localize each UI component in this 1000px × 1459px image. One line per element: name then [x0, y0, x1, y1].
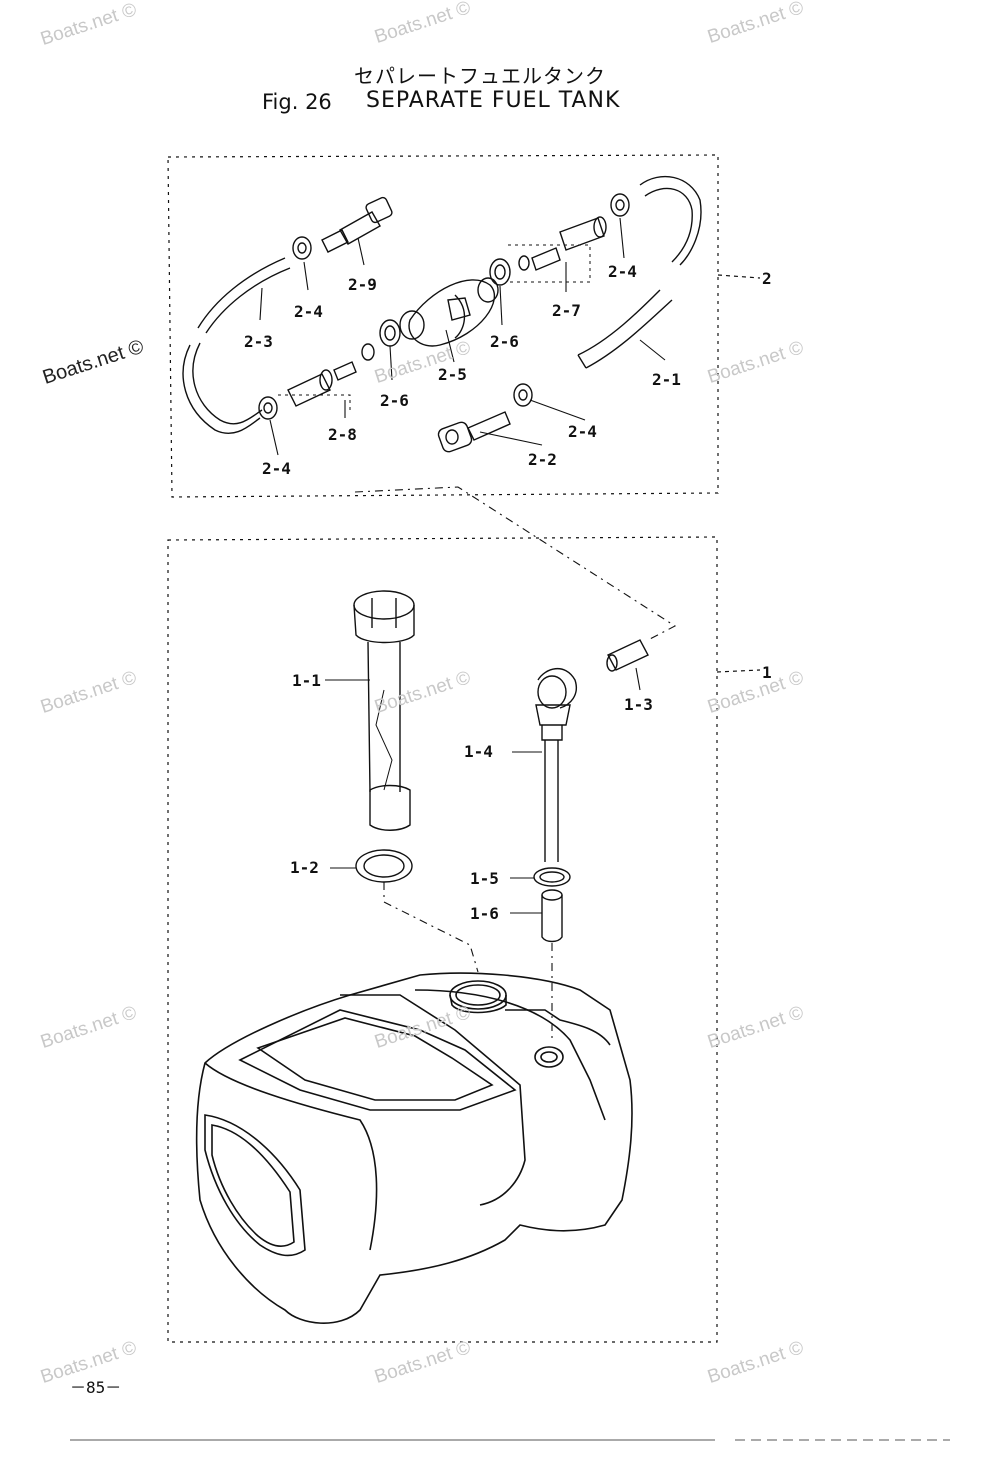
part-label-2-6: 2-6 — [380, 391, 409, 410]
part-label-2-2: 2-2 — [528, 450, 557, 469]
hose-2-1 — [577, 175, 702, 369]
pickup-tube-1-4 — [535, 668, 577, 862]
part-label-1-4: 1-4 — [464, 742, 493, 761]
group-label-2: 2 — [762, 269, 772, 288]
gasket-1-2 — [355, 849, 413, 883]
filter-1-6 — [541, 889, 563, 943]
part-label-2-8: 2-8 — [328, 425, 357, 444]
part-label-1-2: 1-2 — [290, 858, 319, 877]
ferrule-2-4-c — [513, 383, 533, 407]
hose-2-3 — [182, 257, 291, 435]
fitting-1-3 — [606, 639, 649, 672]
group-label-1: 1 — [762, 663, 772, 682]
connector-2-9 — [321, 196, 393, 253]
ferrule-2-4-d — [258, 396, 278, 420]
primer-bulb-2-5 — [399, 277, 499, 347]
part-label-2-7: 2-7 — [552, 301, 581, 320]
group-1-frame — [167, 536, 761, 1343]
part-label-2-3: 2-3 — [244, 332, 273, 351]
part-label-2-4: 2-4 — [608, 262, 637, 281]
part-label-2-5: 2-5 — [438, 365, 467, 384]
check-valve-2-8 — [278, 343, 375, 412]
o-ring-1-5 — [533, 867, 571, 887]
part-label-2-6: 2-6 — [490, 332, 519, 351]
part-label-1-5: 1-5 — [470, 869, 499, 888]
connector-2-2 — [437, 411, 511, 453]
part-label-2-4: 2-4 — [294, 302, 323, 321]
figure-title: SEPARATE FUEL TANK — [366, 88, 621, 113]
part-label-1-1: 1-1 — [292, 671, 321, 690]
ferrule-2-4-b — [610, 193, 630, 217]
group-2-frame — [167, 154, 761, 498]
ring-2-6-a — [379, 319, 401, 347]
fuel-tank — [195, 972, 633, 1324]
connector-line — [354, 486, 677, 641]
part-label-2-9: 2-9 — [348, 275, 377, 294]
part-label-2-4: 2-4 — [568, 422, 597, 441]
page-number: －85－ — [70, 1378, 122, 1397]
title-japanese: セパレートフュエルタンク — [354, 64, 606, 88]
check-valve-2-7 — [508, 216, 607, 283]
figure-number: Fig. 26 — [262, 90, 332, 114]
ring-2-6-b — [489, 258, 511, 286]
part-label-2-1: 2-1 — [652, 370, 681, 389]
fuel-gauge-1-1 — [353, 590, 415, 831]
ferrule-2-4-a — [292, 236, 312, 260]
part-label-1-6: 1-6 — [470, 904, 499, 923]
leader-lines — [259, 217, 666, 914]
part-label-2-4: 2-4 — [262, 459, 291, 478]
part-label-1-3: 1-3 — [624, 695, 653, 714]
